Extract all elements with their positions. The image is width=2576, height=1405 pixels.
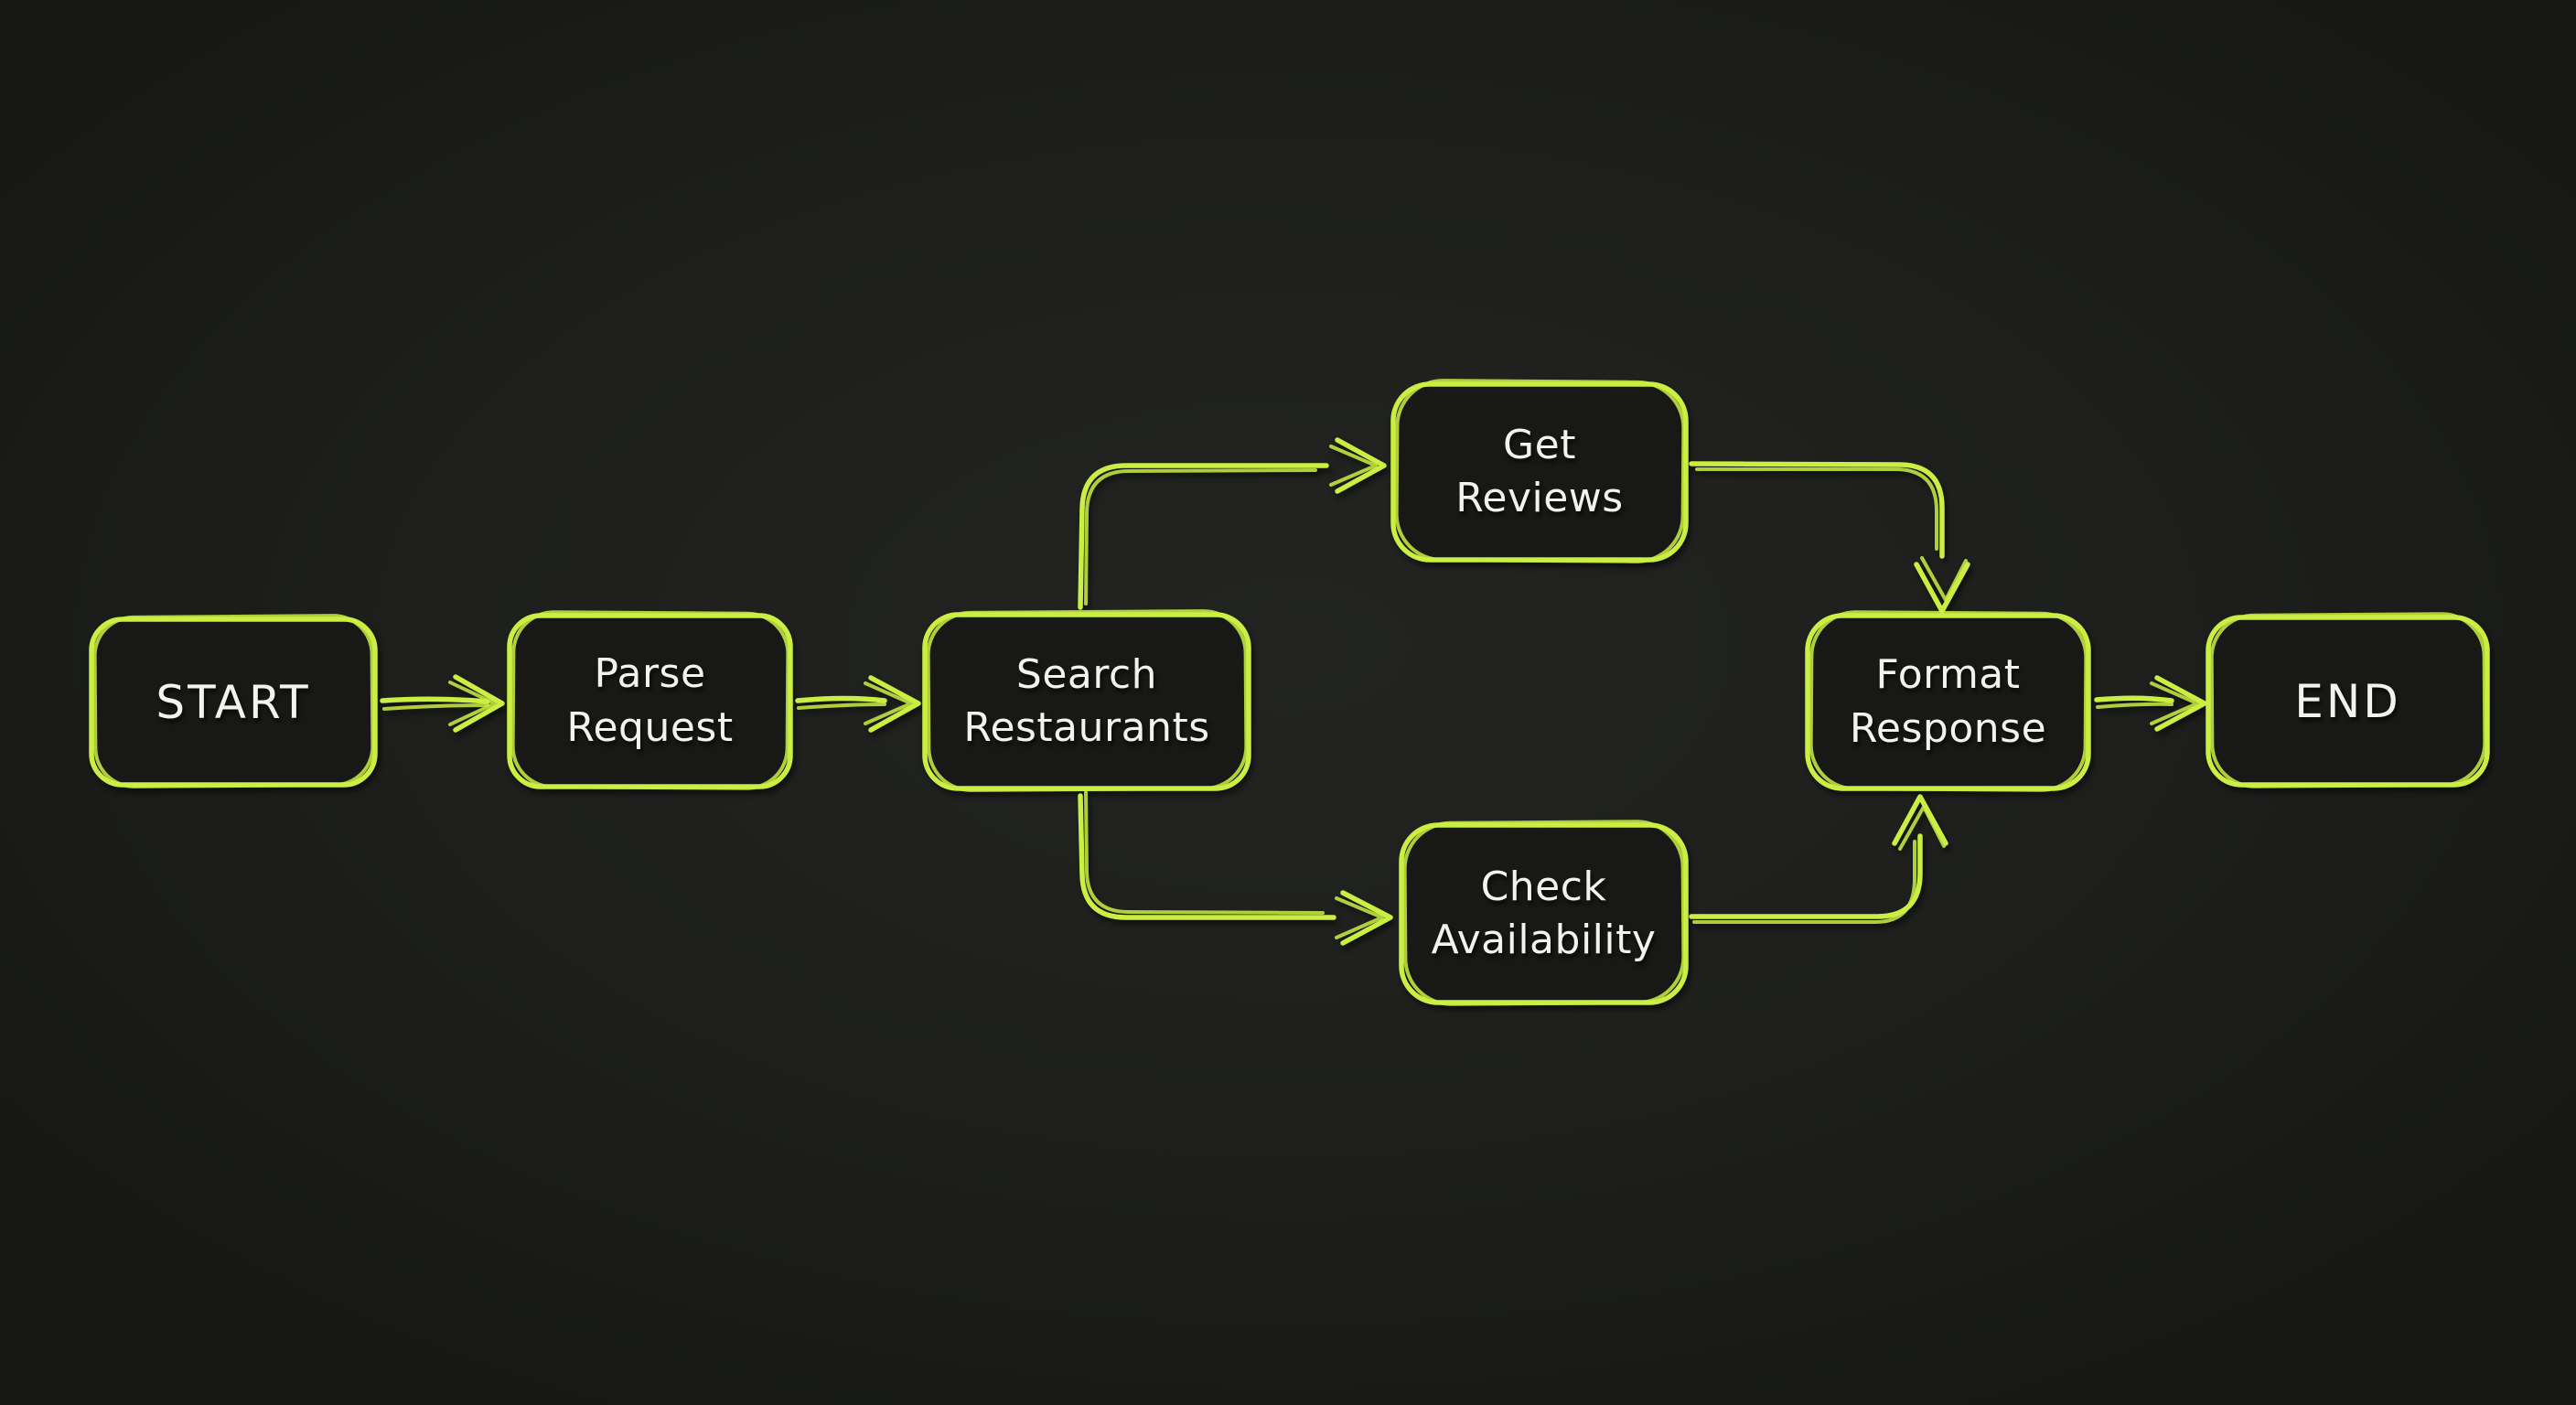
- node-search-restaurants: Search Restaurants: [925, 615, 1249, 788]
- node-label-get-reviews: Get Reviews: [1455, 421, 1624, 521]
- node-box-search-restaurants: [922, 609, 1251, 792]
- arrowhead-right: [2154, 675, 2207, 732]
- arrowhead-down: [1920, 556, 1968, 602]
- arrowhead-right: [2150, 681, 2199, 725]
- node-get-reviews: Get Reviews: [1393, 384, 1686, 560]
- edge-format-response-to-end: [2094, 675, 2207, 732]
- arrowhead-right: [453, 674, 505, 733]
- node-parse-request: Parse Request: [510, 616, 790, 787]
- node-label-check-availability: Check Availability: [1431, 863, 1657, 963]
- node-box-parse-request: [507, 610, 793, 790]
- node-start: START: [91, 619, 375, 785]
- arrowhead-right: [864, 681, 913, 725]
- edge-check-availability-to-format-response: [1689, 794, 1948, 924]
- node-box-get-reviews: [1390, 379, 1689, 563]
- arrowhead-right: [1335, 437, 1387, 494]
- edge-search-restaurants-to-check-availability: [1078, 790, 1393, 946]
- node-box-end: [2206, 612, 2490, 788]
- arrowhead-right: [1340, 890, 1393, 946]
- edge-parse-request-to-search-restaurants: [795, 675, 921, 733]
- edge-get-reviews-to-format-response: [1689, 461, 1970, 614]
- edge-search-restaurants-to-get-reviews: [1078, 437, 1387, 610]
- arrowhead-down: [1914, 562, 1970, 614]
- node-label-start: START: [156, 675, 311, 729]
- node-box-start: [89, 614, 378, 788]
- edge-start-to-parse-request: [380, 674, 505, 733]
- node-format-response: Format Response: [1808, 616, 2088, 788]
- node-box-format-response: [1805, 610, 2091, 792]
- node-box-check-availability: [1399, 820, 1689, 1006]
- arrowhead-up: [1892, 794, 1948, 846]
- arrowhead-up: [1898, 805, 1946, 851]
- node-label-format-response: Format Response: [1849, 651, 2047, 752]
- arrowhead-right: [1335, 896, 1384, 939]
- node-check-availability: Check Availability: [1401, 825, 1686, 1003]
- node-end: END: [2208, 617, 2487, 785]
- arrowhead-right: [448, 681, 497, 726]
- arrowhead-right: [868, 675, 921, 733]
- node-label-parse-request: Parse Request: [566, 650, 734, 751]
- arrowhead-right: [1329, 445, 1378, 487]
- node-label-end: END: [2294, 674, 2401, 728]
- node-label-search-restaurants: Search Restaurants: [963, 650, 1210, 751]
